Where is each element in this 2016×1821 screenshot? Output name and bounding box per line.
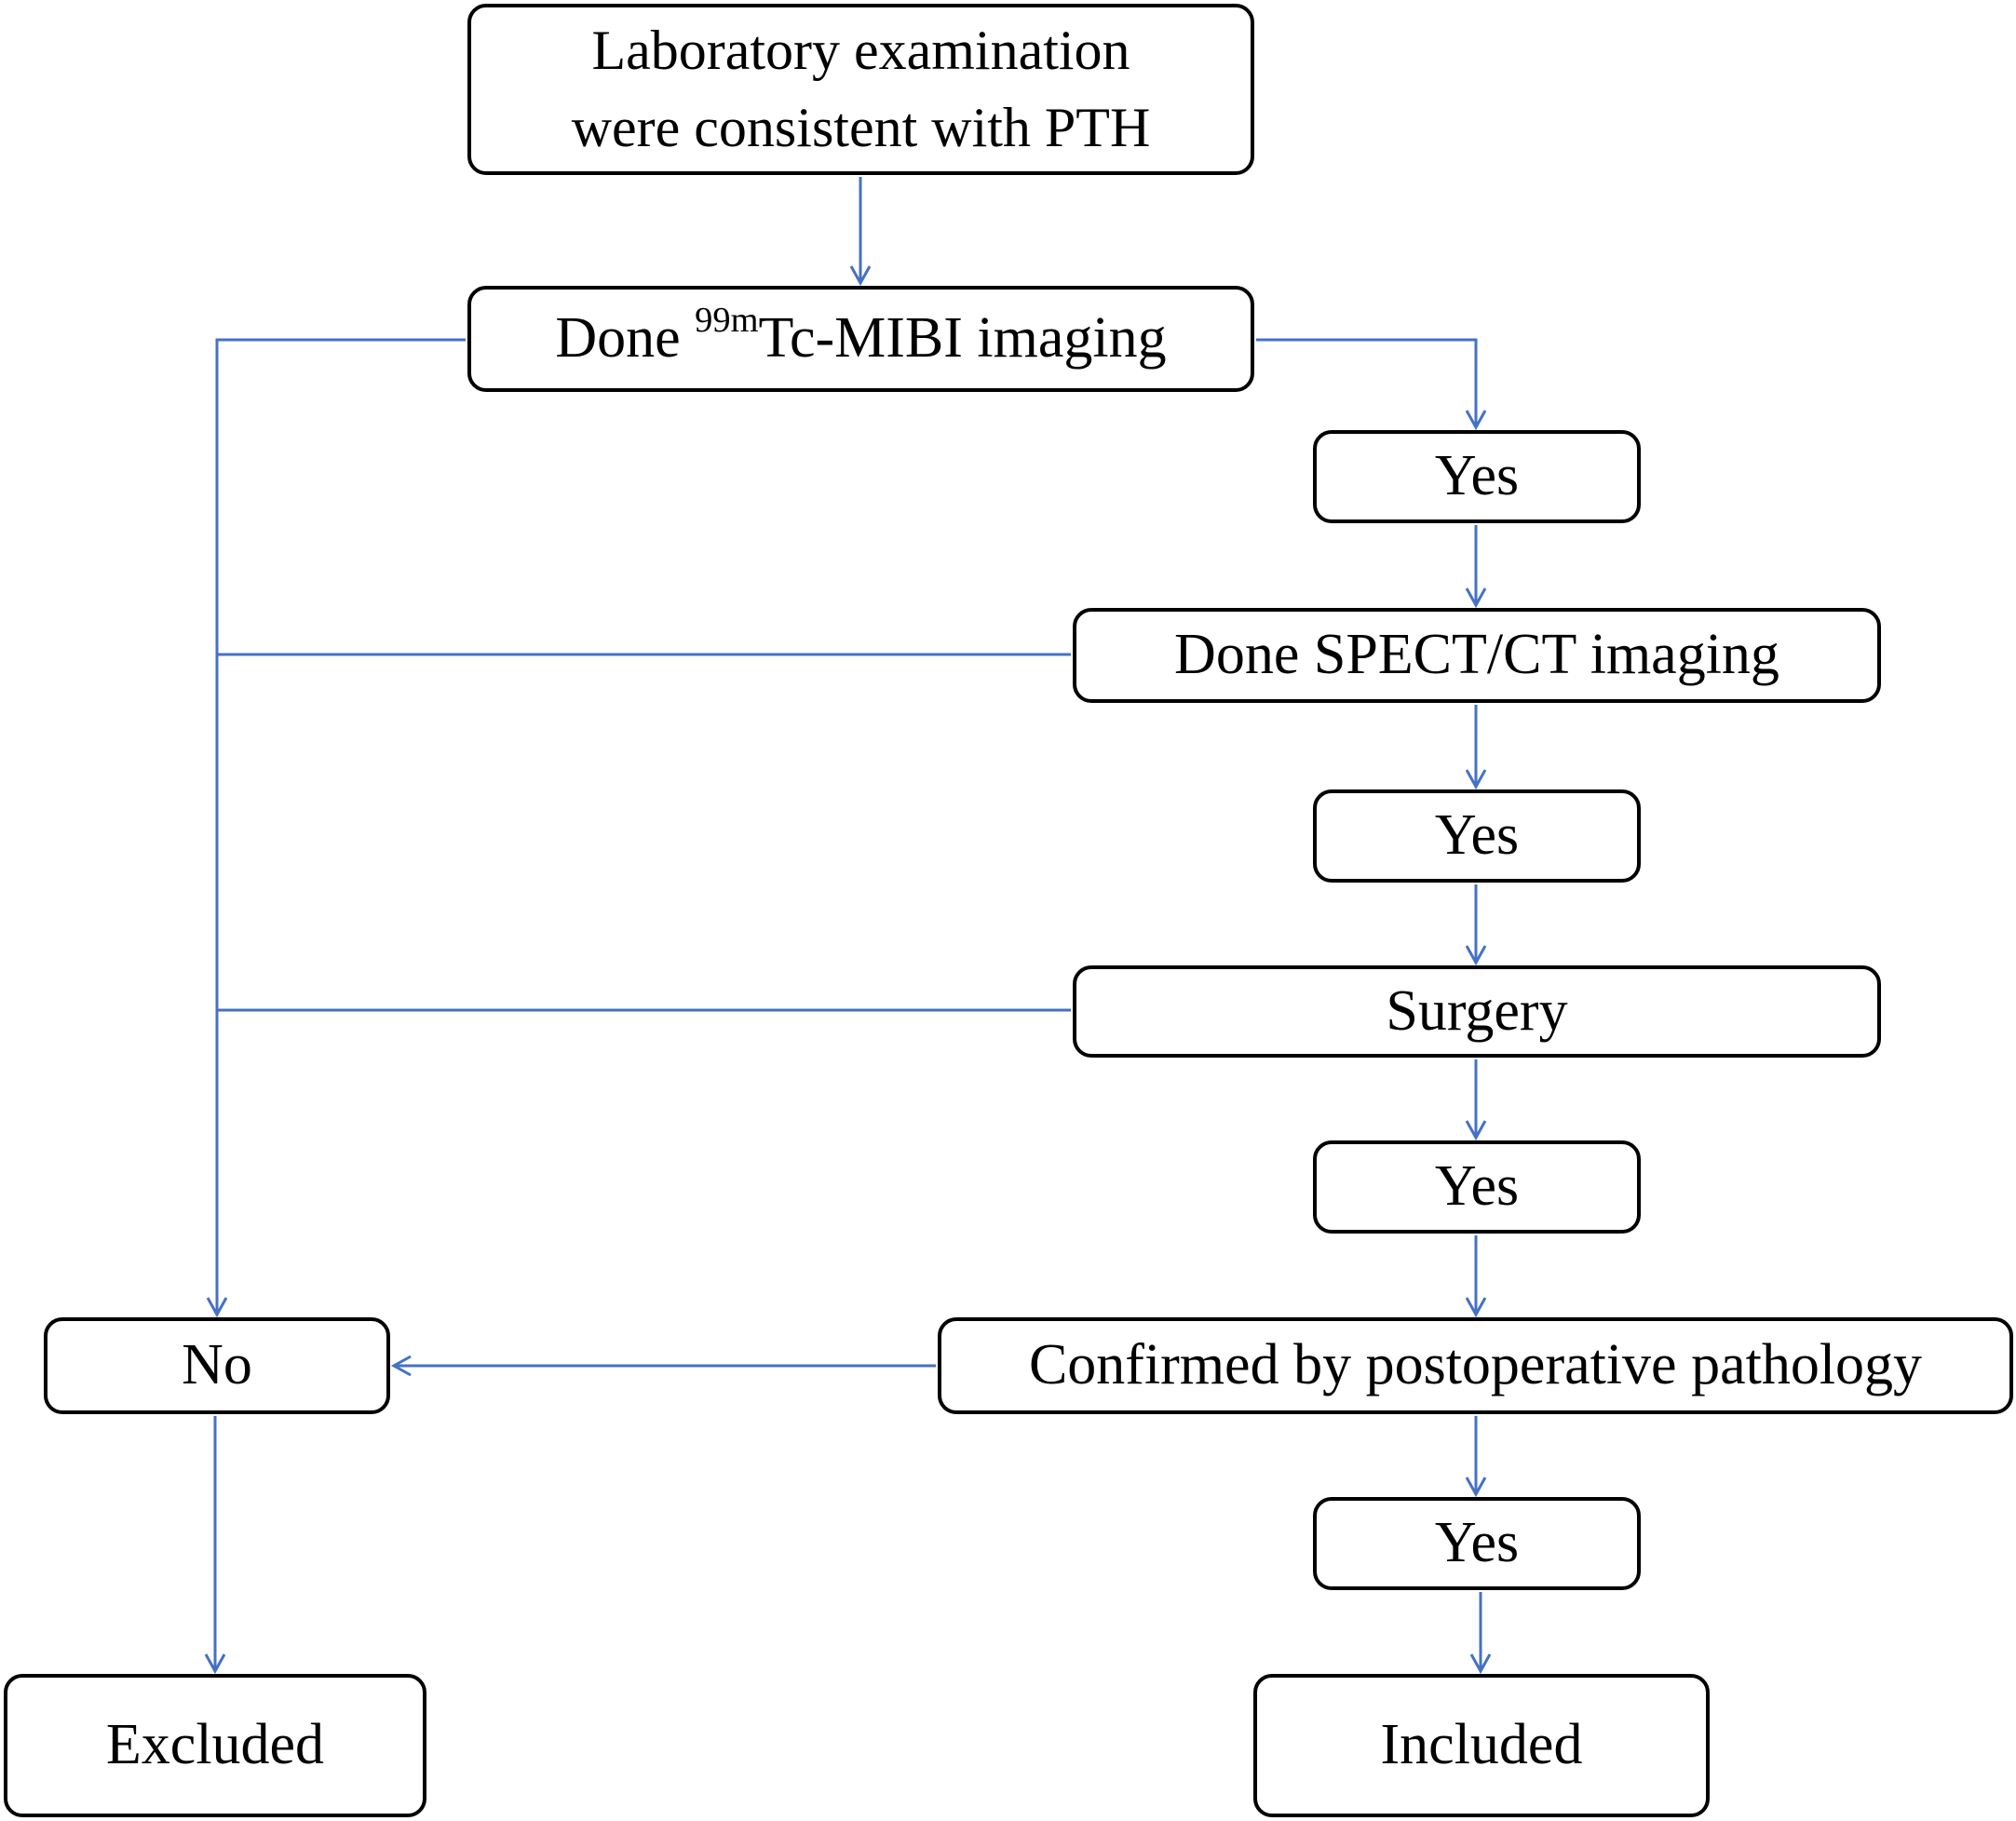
included-label: Included [1380, 1713, 1583, 1777]
yes-box-1: Yes [1313, 430, 1641, 523]
pathology-label: Confirmed by postoperative pathology [1028, 1333, 1923, 1397]
yes-box-4: Yes [1313, 1497, 1641, 1590]
mibi-label: Done 99mTc-MIBI imaging [555, 299, 1166, 379]
surgery-box: Surgery [1073, 965, 1881, 1058]
included-box: Included [1253, 1674, 1710, 1817]
mibi-prefix: Done [555, 306, 696, 371]
yes-label-3: Yes [1434, 1154, 1520, 1219]
lab-exam-box: Laboratory examination were consistent w… [467, 4, 1254, 175]
no-box: No [44, 1317, 390, 1414]
yes-box-3: Yes [1313, 1140, 1641, 1234]
pathology-box: Confirmed by postoperative pathology [938, 1317, 2013, 1414]
lab-exam-line1: Laboratory examination [591, 20, 1130, 82]
arrow-mibi-to-no [206, 338, 466, 1318]
mibi-superscript: 99m [695, 301, 759, 341]
spect-label: Done SPECT/CT imaging [1174, 623, 1779, 687]
lab-exam-line2: were consistent with PTH [571, 97, 1151, 158]
excluded-label: Excluded [105, 1713, 325, 1777]
yes-label-2: Yes [1434, 803, 1520, 868]
mibi-imaging-box: Done 99mTc-MIBI imaging [467, 286, 1254, 392]
surgery-label: Surgery [1386, 978, 1568, 1043]
spect-ct-imaging-box: Done SPECT/CT imaging [1073, 608, 1881, 703]
mibi-suffix: Tc-MIBI imaging [758, 306, 1167, 371]
no-label: No [182, 1333, 252, 1397]
yes-label-1: Yes [1434, 444, 1520, 508]
excluded-box: Excluded [4, 1674, 426, 1817]
yes-box-2: Yes [1313, 789, 1641, 883]
yes-label-4: Yes [1434, 1511, 1520, 1575]
arrow-mibi-to-yes1 [1256, 338, 1487, 431]
